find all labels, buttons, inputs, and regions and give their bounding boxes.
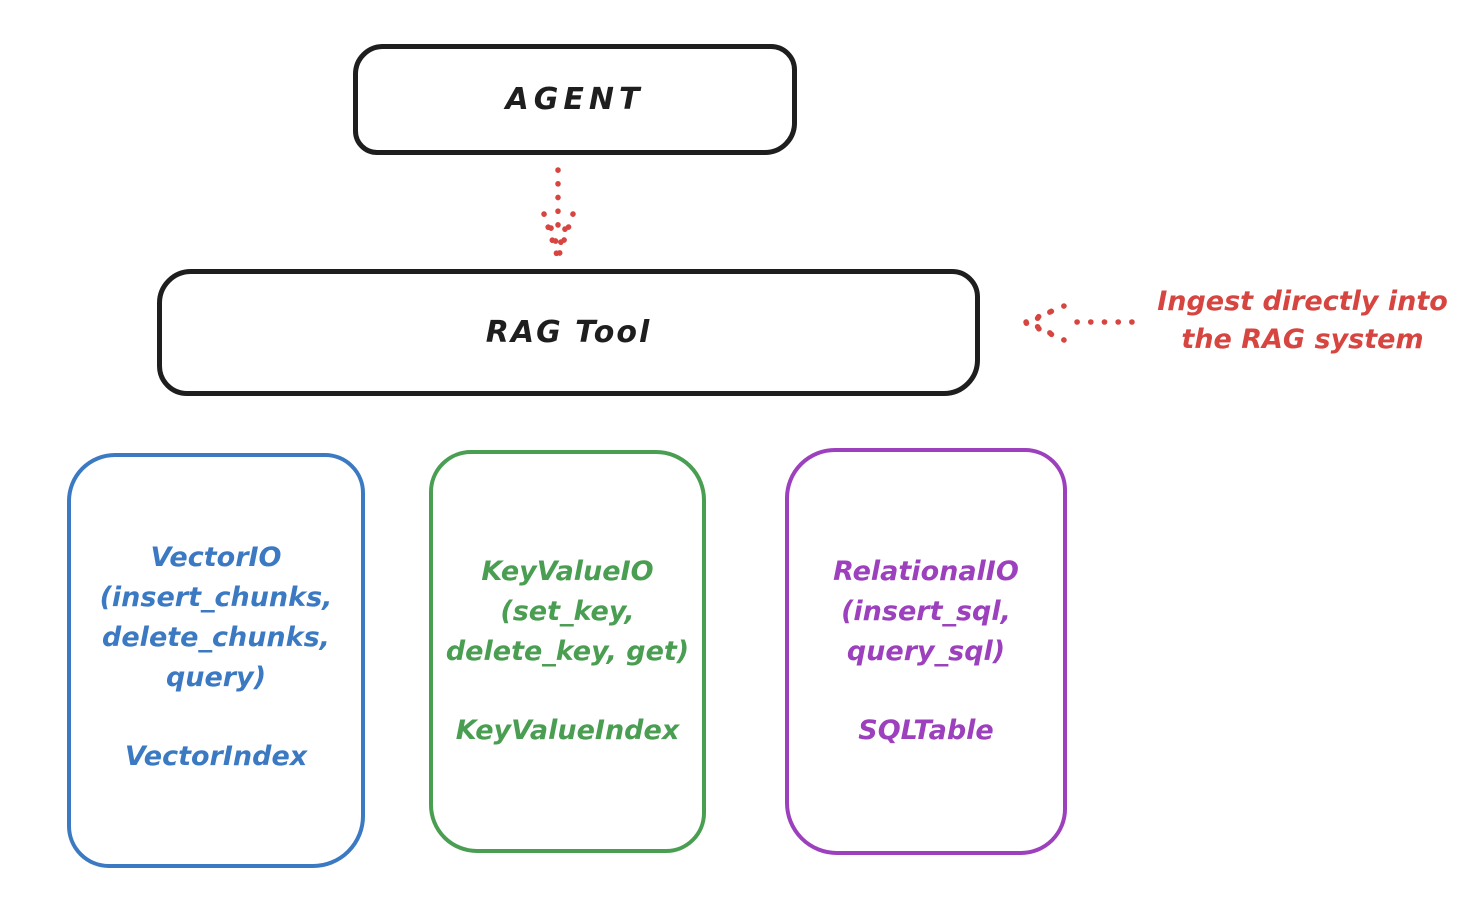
ingest-annotation-arrow: [1023, 303, 1135, 343]
sqltable-label: SQLTable: [858, 715, 994, 746]
relational-io-box: RelationalIO (insert_sql, query_sql) SQL…: [785, 448, 1067, 855]
rag-tool-label: RAG Tool: [485, 315, 652, 350]
agent-label: AGENT: [505, 82, 645, 117]
keyvalue-io-box: KeyValueIO (set_key, delete_key, get) Ke…: [429, 450, 706, 853]
vector-io-box: VectorIO (insert_chunks, delete_chunks, …: [67, 453, 365, 868]
vector-io-title: VectorIO (insert_chunks, delete_chunks, …: [99, 542, 333, 693]
agent-node: AGENT: [353, 44, 797, 155]
agent-to-rag-arrow: [541, 167, 576, 258]
keyvalue-io-title: KeyValueIO (set_key, delete_key, get): [445, 556, 690, 667]
ingest-annotation-text: Ingest directly into the RAG system: [1157, 286, 1448, 355]
relational-io-title: RelationalIO (insert_sql, query_sql): [833, 556, 1019, 667]
vector-index-label: VectorIndex: [124, 741, 308, 772]
rag-tool-node: RAG Tool: [157, 269, 980, 396]
keyvalue-index-label: KeyValueIndex: [455, 715, 680, 746]
